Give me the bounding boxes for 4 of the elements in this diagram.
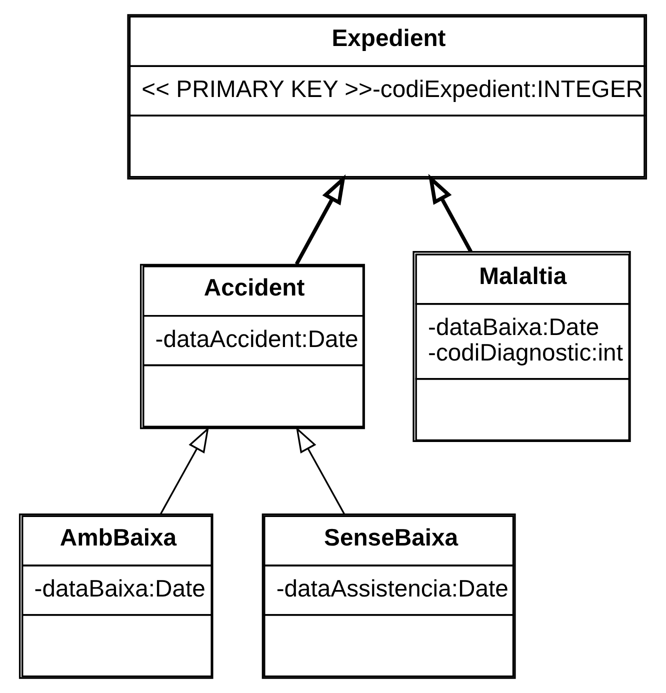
arrow: [296, 426, 345, 514]
arrow: [160, 426, 209, 514]
arrow: [294, 174, 346, 266]
arrow: [428, 174, 472, 253]
